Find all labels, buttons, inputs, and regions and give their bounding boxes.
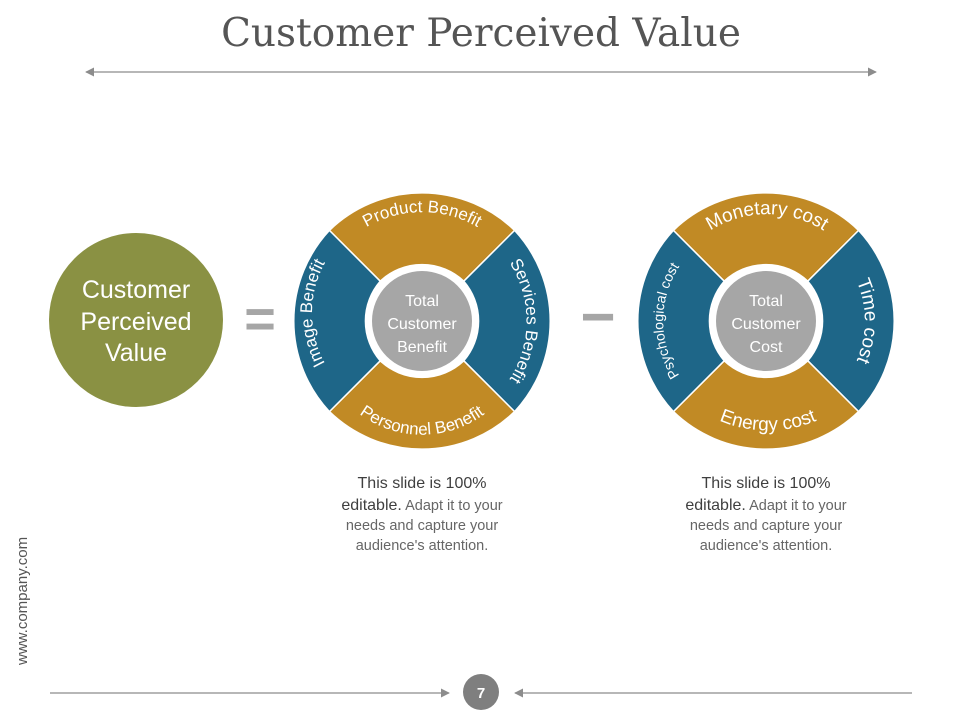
- product-benefit-segment: [328, 192, 516, 283]
- cost-center-disc: [716, 271, 816, 371]
- slide-title: Customer Perceived Value: [221, 11, 741, 56]
- benefit-caption-lead: editable.: [341, 497, 402, 514]
- cost-caption-line-2: editable. Adapt it to your: [685, 497, 846, 514]
- cpv-line-2: Perceived: [80, 308, 191, 336]
- cost-caption-line-1: This slide is 100%: [702, 475, 831, 492]
- customer-perceived-value-disc: [49, 233, 223, 407]
- benefit-caption-line-4: audience's attention.: [356, 538, 489, 554]
- page-number: 7: [477, 685, 485, 702]
- benefit-wheel: Total Customer Benefit Product Benefit S…: [293, 192, 551, 450]
- benefit-caption: This slide is 100% editable. Adapt it to…: [341, 475, 502, 554]
- energy-cost-segment: [672, 359, 860, 450]
- time-cost-segment: [806, 229, 895, 413]
- personnel-benefit-segment: [328, 359, 516, 450]
- benefit-center-disc: [372, 271, 472, 371]
- psychological-cost-segment: [637, 229, 726, 413]
- cost-wheel: Total Customer Cost Monetary cost Time c…: [637, 192, 895, 450]
- customer-perceived-value-circle: Customer Perceived Value: [49, 233, 223, 407]
- cost-center-line-2: Customer: [731, 316, 801, 333]
- services-benefit-segment: [462, 229, 551, 413]
- page-number-badge: [463, 674, 499, 710]
- cost-caption-line-3: needs and capture your: [690, 518, 843, 534]
- minus-sign: −: [580, 283, 615, 350]
- benefit-caption-line-3: needs and capture your: [346, 518, 499, 534]
- benefit-center-line-2: Customer: [387, 316, 457, 333]
- cost-caption-lead: editable.: [685, 497, 746, 514]
- benefit-caption-line-1: This slide is 100%: [358, 475, 487, 492]
- cpv-line-1: Customer: [82, 276, 190, 304]
- cost-center-line-3: Cost: [750, 339, 783, 356]
- cost-caption-rest: Adapt it to your: [746, 498, 847, 514]
- benefit-caption-line-2: editable. Adapt it to your: [341, 497, 502, 514]
- company-url[interactable]: www.company.com: [14, 536, 31, 665]
- image-benefit-segment: [293, 229, 382, 413]
- benefit-caption-rest: Adapt it to your: [402, 498, 503, 514]
- monetary-cost-segment: [672, 192, 860, 283]
- benefit-center-line-1: Total: [405, 293, 439, 310]
- cost-caption: This slide is 100% editable. Adapt it to…: [685, 475, 846, 554]
- benefit-center-line-3: Benefit: [397, 339, 447, 356]
- cpv-line-3: Value: [105, 339, 167, 367]
- cost-caption-line-4: audience's attention.: [700, 538, 833, 554]
- equals-sign: =: [244, 289, 276, 349]
- cost-center-line-1: Total: [749, 293, 783, 310]
